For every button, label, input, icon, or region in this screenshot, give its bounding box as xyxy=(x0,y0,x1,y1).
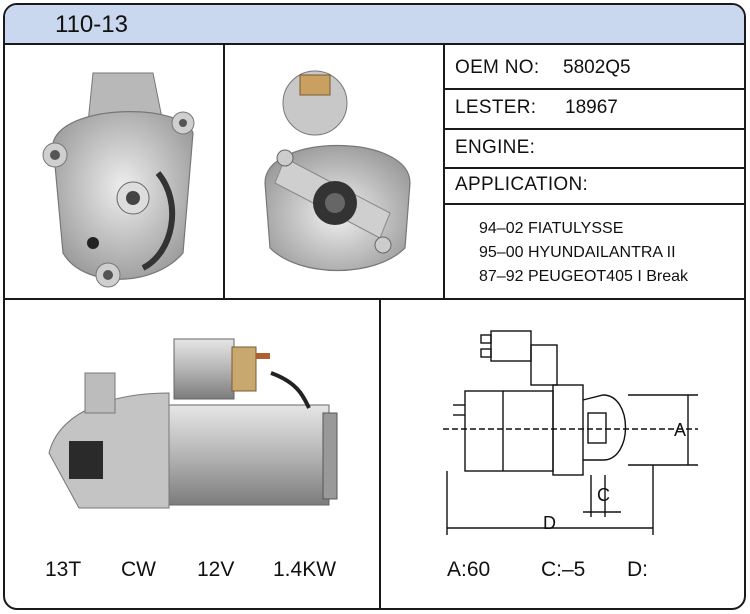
starter-dimension-drawing: A C D xyxy=(433,325,713,540)
rating-voltage: 12V xyxy=(197,558,235,581)
engine-row: ENGINE: xyxy=(445,130,744,169)
application-item: 95–00 HYUNDAILANTRA II xyxy=(479,244,676,261)
dimension-label-d: D xyxy=(543,513,556,533)
dimension-label-a: A xyxy=(674,420,687,440)
lester-value: 18967 xyxy=(565,97,618,118)
dimension-d: D: xyxy=(627,558,648,581)
dimension-c: C:–5 xyxy=(541,558,586,581)
dimension-label-c: C xyxy=(597,485,610,505)
product-sheet: 110-13 xyxy=(3,3,746,610)
lester-row: LESTER: 18967 xyxy=(445,90,744,130)
dimension-a: A:60 xyxy=(447,558,491,581)
rating-rotation: CW xyxy=(121,558,156,581)
application-item: 87–92 PEUGEOT405 I Break xyxy=(479,268,688,285)
oem-value: 5802Q5 xyxy=(563,57,631,78)
part-code: 110-13 xyxy=(55,11,128,38)
lester-label: LESTER: xyxy=(455,97,537,118)
application-list: 94–02 FIATULYSSE 95–00 HYUNDAILANTRA II … xyxy=(479,217,688,289)
engine-label: ENGINE: xyxy=(455,137,536,158)
rating-teeth: 13T xyxy=(45,558,82,581)
divider-v-bottom xyxy=(379,300,381,608)
starter-rear-view-image xyxy=(255,63,420,293)
starter-front-view-image xyxy=(33,63,203,293)
divider-h-mid xyxy=(5,298,744,300)
starter-side-view-image xyxy=(39,333,357,513)
rating-power: 1.4KW xyxy=(273,558,337,581)
oem-row: OEM NO: 5802Q5 xyxy=(445,45,744,90)
application-row: APPLICATION: xyxy=(445,169,744,205)
oem-label: OEM NO: xyxy=(455,57,540,78)
header-bar: 110-13 xyxy=(5,5,744,45)
divider-v-top-1 xyxy=(223,45,225,300)
application-label: APPLICATION: xyxy=(455,174,589,195)
application-item: 94–02 FIATULYSSE xyxy=(479,220,624,237)
divider-v-top-2 xyxy=(443,45,445,300)
